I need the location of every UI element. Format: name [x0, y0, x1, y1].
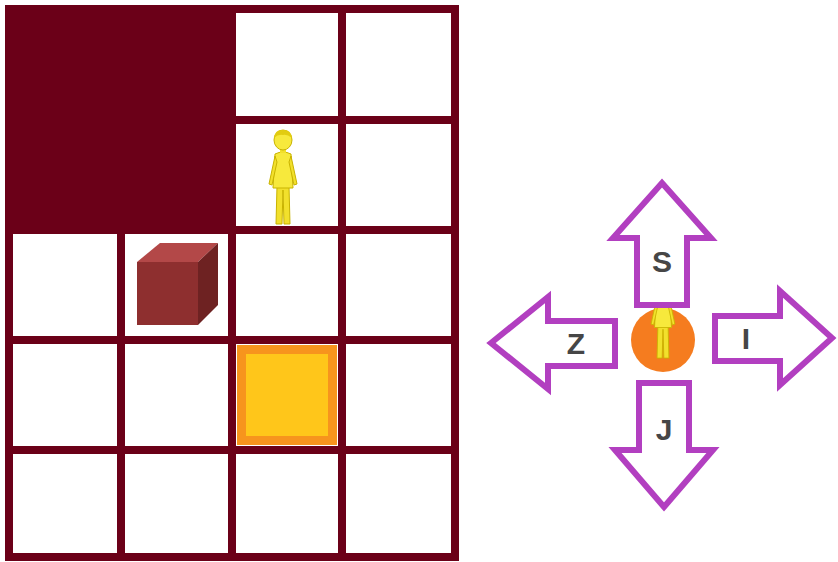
- direction-arrow: J: [612, 380, 716, 510]
- crate: [137, 243, 218, 325]
- direction-key: I: [742, 324, 750, 354]
- direction-key: Z: [567, 329, 585, 359]
- direction-arrow: S: [610, 180, 714, 308]
- arrow-outline: [488, 294, 618, 392]
- direction-key: S: [652, 247, 672, 277]
- direction-key: J: [656, 415, 673, 445]
- arrow-outline: [712, 288, 835, 388]
- direction-arrow: Z: [488, 294, 618, 392]
- wall-block: [9, 9, 232, 230]
- arrow-outline: [610, 180, 714, 308]
- player-figure: [269, 130, 297, 224]
- grid: [9, 9, 455, 557]
- direction-arrow: I: [712, 288, 835, 388]
- target-tile: [237, 345, 337, 445]
- arrow-outline: [612, 380, 716, 510]
